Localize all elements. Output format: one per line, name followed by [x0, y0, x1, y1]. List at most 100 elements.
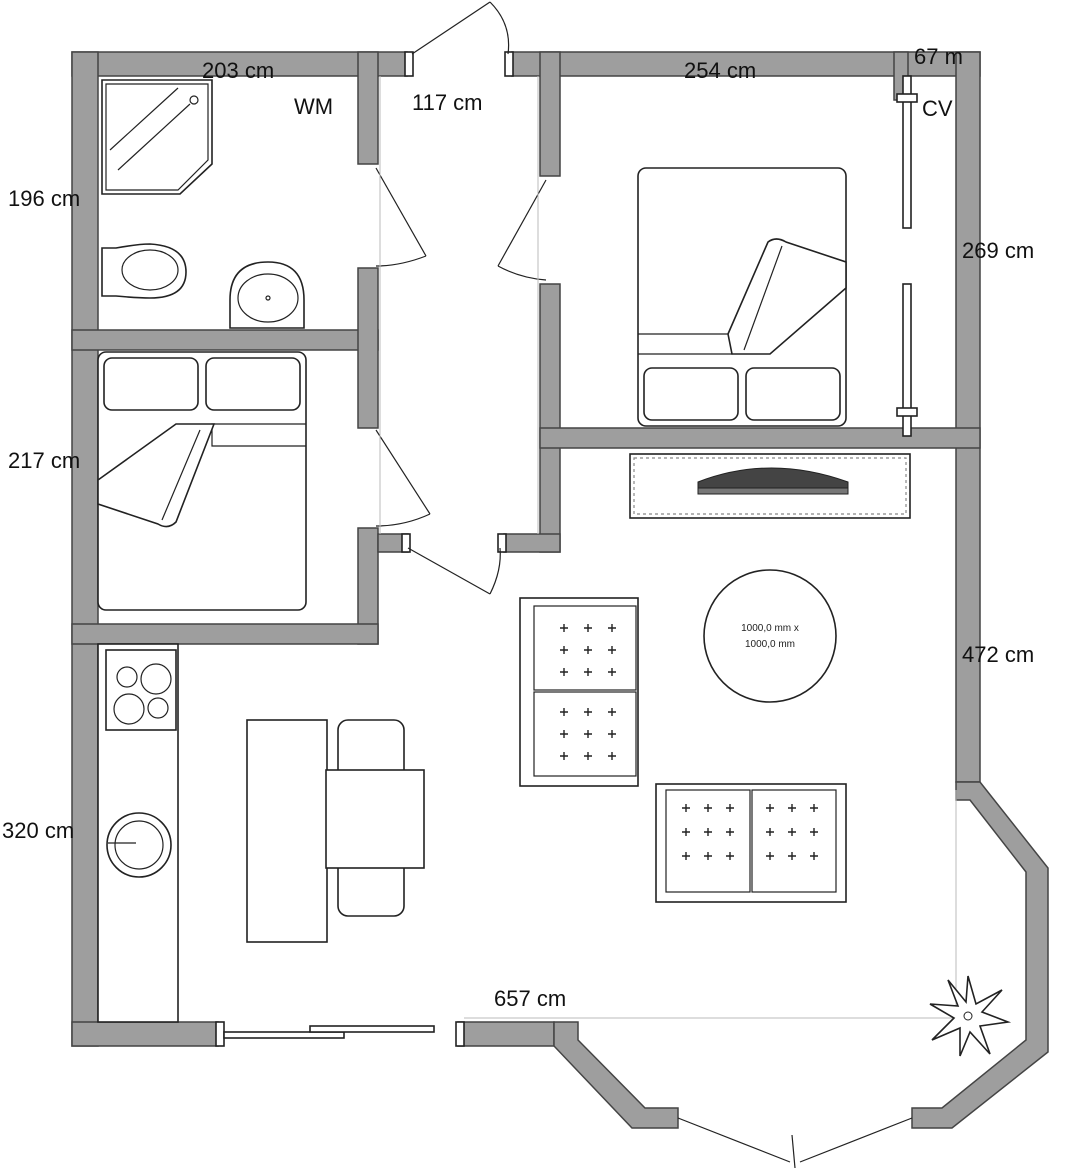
tuft-mark [788, 828, 796, 836]
hall-jamb-right [497, 533, 507, 553]
burner-4 [147, 697, 169, 719]
dining [246, 719, 425, 943]
plant-pot [963, 1011, 973, 1021]
patio-slider-2[interactable] [309, 1025, 435, 1033]
boiler-label: CV [922, 96, 953, 121]
wall-bath-bed2 [71, 329, 379, 351]
toilet-icon [101, 243, 187, 299]
tuft-mark [788, 852, 796, 860]
wall-bath-right-lower [357, 267, 379, 429]
sink-basin [237, 273, 299, 323]
bedroom-2 [97, 351, 307, 611]
living-door-leaf[interactable] [407, 547, 491, 595]
patio-jamb-right [455, 1021, 465, 1047]
bedroom1-door-leaf[interactable] [497, 179, 547, 267]
tuft-mark [560, 708, 568, 716]
dim-bedroom2-height: 217 cm [8, 448, 80, 473]
entry-jamb-right [504, 51, 514, 77]
bedroom-1: CV [637, 96, 953, 427]
patio-jamb-left [215, 1021, 225, 1047]
dining-table [325, 769, 425, 869]
patio-slider-1[interactable] [223, 1031, 345, 1039]
bathroom: WM [101, 79, 333, 329]
tuft-mark [560, 624, 568, 632]
shower-inner [105, 83, 209, 191]
tuft-mark [704, 852, 712, 860]
dim-bedroom1-width: 254 cm [684, 58, 756, 83]
bench [246, 719, 328, 943]
tuft-mark [584, 646, 592, 654]
kitchen [97, 643, 179, 1023]
closet-slider-top[interactable] [902, 75, 912, 229]
tuft-mark [560, 752, 568, 760]
kitchen-sink-basin [114, 820, 164, 870]
plant-icon [929, 975, 1012, 1057]
tuft-mark [608, 752, 616, 760]
blanket-line-1 [743, 245, 783, 351]
tuft-mark [766, 828, 774, 836]
blanket-fold-2 [211, 423, 306, 447]
tuft-mark [584, 752, 592, 760]
bedroom2-door-leaf[interactable] [375, 429, 431, 515]
bedroom2-door-swing [375, 513, 431, 527]
wall-bed1-bottom [539, 427, 981, 449]
dim-bathroom-width: 203 cm [202, 58, 274, 83]
wall-bottom-mid [457, 1021, 555, 1047]
sofa-bottom-seat-2 [751, 789, 837, 893]
burner-1 [116, 666, 138, 688]
shower-glass-1 [109, 87, 179, 151]
sofa-left-seat-1 [533, 605, 637, 691]
tuft-mark [608, 668, 616, 676]
bay-door-center [791, 1134, 796, 1168]
wall-bed2-bottom [71, 623, 379, 645]
closet-slider-bottom[interactable] [902, 283, 912, 437]
dim-living-width: 657 cm [494, 986, 566, 1011]
bay-door-right[interactable] [799, 1117, 913, 1163]
blanket-corner-2 [97, 423, 216, 528]
tuft-mark [584, 668, 592, 676]
tuft-mark [704, 828, 712, 836]
burner-2 [140, 663, 172, 695]
blanket-corner-1 [727, 238, 847, 355]
bathroom-door-swing [375, 255, 427, 267]
tuft-mark [682, 804, 690, 812]
interior-walls [71, 51, 981, 645]
tuft-mark [810, 852, 818, 860]
tuft-mark [704, 804, 712, 812]
wall-hall-bottom-right [503, 533, 561, 553]
tuft-mark [810, 828, 818, 836]
coffee-table [703, 569, 837, 703]
dim-closet-width: 67 m [914, 44, 963, 69]
entry-jamb-left [404, 51, 414, 77]
dim-hallway-width: 117 cm [412, 90, 483, 115]
pillow-1b [745, 367, 841, 421]
tv-cabinet-inner [633, 457, 907, 515]
burner-3 [113, 693, 145, 725]
entry-door-leaf[interactable] [411, 1, 491, 55]
tuft-mark [766, 804, 774, 812]
sink-icon [229, 261, 305, 329]
sink-drain [265, 295, 271, 301]
washing-machine-label: WM [294, 94, 333, 119]
wall-hall-right-upper [539, 51, 561, 177]
coffee-table-size-2: 1000,0 mm [745, 639, 795, 650]
living-room: 1000,0 mm x 1000,0 mm [519, 453, 1012, 1057]
tuft-mark [726, 852, 734, 860]
tuft-mark [560, 646, 568, 654]
wall-bottom-left [71, 1021, 219, 1047]
tuft-mark [584, 708, 592, 716]
dim-bedroom1-height: 269 cm [962, 238, 1034, 263]
hall-jamb-left [401, 533, 411, 553]
bathroom-door-leaf[interactable] [375, 167, 427, 257]
tv-icon [697, 467, 849, 491]
shower-glass-2 [117, 103, 191, 171]
tuft-mark [726, 828, 734, 836]
tuft-mark [726, 804, 734, 812]
dim-living-height: 472 cm [962, 642, 1034, 667]
bay-door-left[interactable] [677, 1117, 791, 1163]
kitchen-sink-icon [106, 812, 172, 878]
tuft-mark [608, 624, 616, 632]
shower-drain-icon [189, 95, 199, 105]
blanket-line-2 [161, 429, 201, 521]
closet-track-bottom [896, 407, 918, 417]
